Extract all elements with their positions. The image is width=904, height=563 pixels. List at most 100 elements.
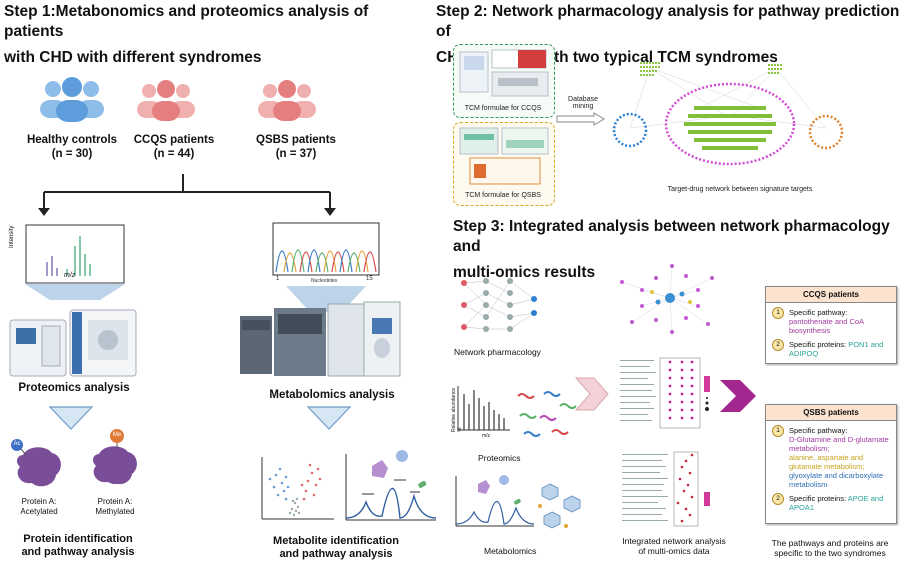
mass-spectrometer-instrument <box>9 309 137 377</box>
group-name: QSBS patients <box>256 134 336 146</box>
chevron-arrow-left <box>574 377 609 411</box>
proteins-label: Specific proteins: <box>789 340 847 349</box>
db-mining-line1: Database <box>568 96 598 103</box>
target-drug-network <box>612 62 844 166</box>
item-number: 1 <box>772 307 784 319</box>
final-conclusion-label: The pathways and proteins are specific t… <box>758 538 902 558</box>
chromatogram-tick-start: 1 <box>276 276 280 282</box>
peptide-fragments <box>517 391 577 437</box>
step3-line2: multi-omics results <box>453 264 596 281</box>
item-number: 1 <box>772 425 784 437</box>
proteomics-analysis-title: Proteomics analysis <box>18 382 130 394</box>
protein-a-label: Protein A: <box>21 497 57 506</box>
group-name: CCQS patients <box>133 134 215 146</box>
chevron-arrow-right <box>720 380 756 412</box>
protein-bottom-line2: and pathway analysis <box>21 546 135 558</box>
spectrum-ylabel: Intensity <box>9 225 15 248</box>
network-caption: Target-drug network between signature ta… <box>667 186 813 193</box>
pathway-value-b: alanine, aspartate and glutamate metabol… <box>789 453 865 471</box>
volcano-plot <box>261 457 334 520</box>
proteins-label: Specific proteins: <box>789 494 847 503</box>
qsbs-proteins-text: Specific proteins: APOE and APOA1 <box>789 494 890 512</box>
final-line2: specific to the two syndromes <box>774 548 886 558</box>
step3-line1: Step 3: Integrated analysis between netw… <box>453 218 890 255</box>
metabolite-identification-label: Metabolite identification and pathway an… <box>262 535 410 561</box>
pathway-label: Specific pathway: <box>789 426 848 435</box>
hexagon-molecules <box>538 483 581 529</box>
metabolomics-analysis-title: Metabolomics analysis <box>269 389 395 401</box>
relative-abundance-label: Relative abundance % <box>451 387 463 432</box>
pathway-value-c: glyoxylate and dicarboxylate metabolism <box>789 471 884 489</box>
group-qsbs-patients: QSBS patients (n = 37) <box>226 133 366 161</box>
ccqs-card-header: CCQS patients <box>766 287 896 303</box>
ccqs-results-card: CCQS patients 1 Specific pathway: pantot… <box>765 286 897 364</box>
step3-title: Step 3: Integrated analysis between netw… <box>453 217 904 283</box>
acetylated-label: Acetylated <box>20 507 58 516</box>
proteomics-step3-label: Proteomics <box>478 453 521 463</box>
protein-abundance-bars <box>457 386 510 431</box>
qsbs-formulae-caption: TCM formulae for QSBS <box>465 192 541 199</box>
protein-a-label: Protein A: <box>97 497 133 506</box>
protein-methylated-icon <box>92 429 137 484</box>
metabolomics-peaks-mini <box>455 475 535 527</box>
database-mining-label: Database mining <box>563 96 603 110</box>
metabolite-bottom-line1: Metabolite identification <box>273 535 399 547</box>
proteomics-triangle <box>48 406 94 430</box>
integrated-line1: Integrated network analysis <box>622 536 726 546</box>
final-line1: The pathways and proteins are <box>771 538 889 548</box>
chromatogram-xlabel: Nucleotides <box>311 278 338 284</box>
mz-label: m/z <box>482 433 491 439</box>
group-n: (n = 30) <box>51 148 93 160</box>
enrichment-dotplot-upper <box>620 357 710 429</box>
ac-badge: Ac <box>13 441 21 447</box>
network-pharmacology-label: Network pharmacology <box>454 347 541 357</box>
integrated-ppi-network <box>620 264 714 334</box>
group-ccqs-patients: CCQS patients (n = 44) <box>104 133 244 161</box>
protein-bottom-line1: Protein identification <box>23 533 133 545</box>
integrated-network-label: Integrated network analysis of multi-omi… <box>615 536 733 556</box>
chromatogram-peaks-with-molecules <box>345 450 437 521</box>
ccqs-patients-icon <box>137 80 195 121</box>
group-name: Healthy controls <box>26 134 118 146</box>
protein-acetylated-icon <box>11 439 61 487</box>
integrated-line2: of multi-omics data <box>638 546 710 556</box>
ccqs-proteins-text: Specific proteins: PON1 and ADIPOQ <box>789 340 890 358</box>
group-healthy-controls: Healthy controls (n = 30) <box>2 133 142 161</box>
qsbs-pathway-item: 1 Specific pathway: D-Glutamine and D-gl… <box>766 425 896 489</box>
db-mining-line2: mining <box>572 103 594 110</box>
metabolite-bottom-line2: and pathway analysis <box>279 548 393 560</box>
database-mining-arrow <box>556 112 605 126</box>
ccqs-formulae-caption: TCM formulae for CCQS <box>464 105 542 112</box>
qsbs-patients-icon <box>258 80 316 121</box>
ccqs-medicine-boxes <box>459 49 549 97</box>
group-n: (n = 37) <box>275 148 317 160</box>
qsbs-medicine-boxes <box>459 127 549 185</box>
branch-arrow <box>38 174 336 216</box>
item-number: 2 <box>772 339 784 351</box>
protein-identification-label: Protein identification and pathway analy… <box>4 533 152 559</box>
metabolomics-triangle <box>306 406 352 430</box>
protein-methylated-label: Protein A: Methylated <box>80 497 150 517</box>
qsbs-pathway-text: Specific pathway: D-Glutamine and D-glut… <box>789 426 890 489</box>
qsbs-card-header: QSBS patients <box>766 405 896 421</box>
protein-acetylated-label: Protein A: Acetylated <box>4 497 74 517</box>
healthy-controls-icon <box>40 77 104 122</box>
group-n: (n = 44) <box>153 148 195 160</box>
proteins-value: PON1 and ADIPOQ <box>789 340 884 358</box>
ccqs-pathway-text: Specific pathway: pantothenate and CoA b… <box>789 308 890 335</box>
mass-spectrum-plot <box>25 224 125 300</box>
metabolomics-step3-label: Metabolomics <box>484 546 537 556</box>
proteins-value: APOE and APOA1 <box>789 494 884 512</box>
spectrum-xlabel: m/z <box>64 272 76 279</box>
item-number: 2 <box>772 493 784 505</box>
qsbs-results-card: QSBS patients 1 Specific pathway: D-Glut… <box>765 404 897 524</box>
pathway-label: Specific pathway: <box>789 308 848 317</box>
methylated-label: Methylated <box>95 507 135 516</box>
neural-network-diagram <box>461 278 537 332</box>
pathway-value: pantothenate and CoA biosynthesis <box>789 317 864 335</box>
lc-ms-instrument <box>240 301 401 377</box>
me-badge: Me <box>112 432 122 438</box>
pathway-value-a: D-Glutamine and D-glutamate metabolism; <box>789 435 889 453</box>
ccqs-pathway-item: 1 Specific pathway: pantothenate and CoA… <box>766 307 896 335</box>
chromatogram-tick-end: 15 <box>366 276 373 282</box>
